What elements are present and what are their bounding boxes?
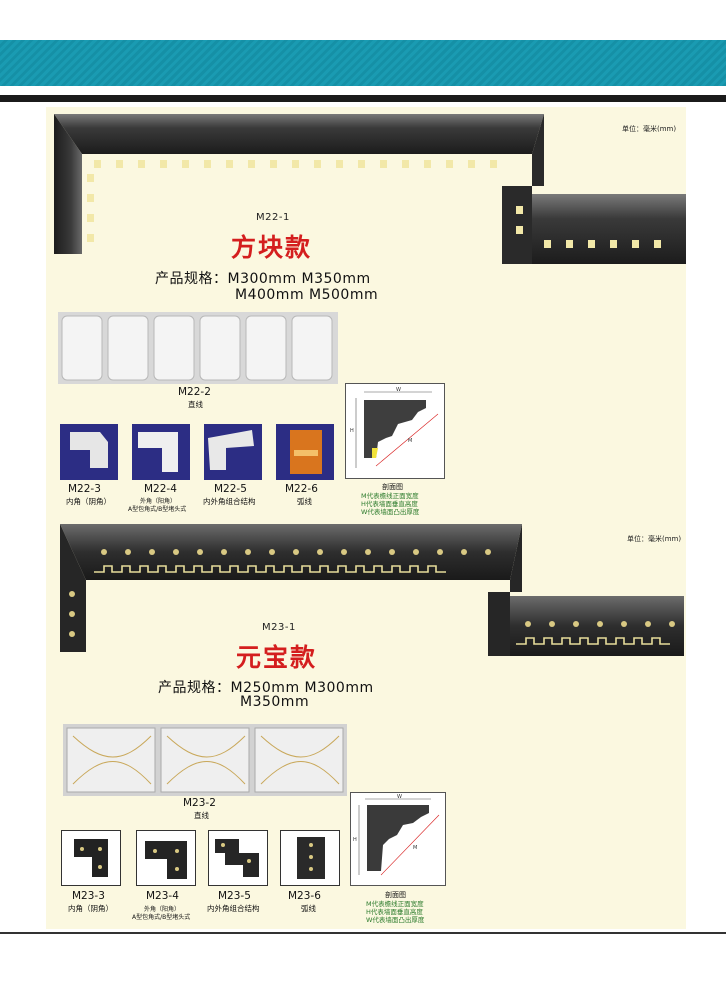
section-view-label: 剖面图	[385, 891, 406, 899]
part-label-1: 内角（阴角）	[68, 904, 113, 913]
inner-corner-photo	[60, 424, 118, 480]
part-label-3: 内外角组合结构	[207, 904, 260, 913]
straight-label: 直线	[188, 400, 203, 409]
legend-list: M代表檐线正面宽度 H代表墙面垂直高度 W代表墙面凸出厚度	[361, 492, 419, 516]
header-teal-band	[0, 40, 726, 86]
arc-piece-photo	[276, 424, 334, 480]
part-label-4: 弧线	[297, 497, 312, 506]
part-label-2b: A型包角式/B型堵头式	[128, 506, 187, 513]
legend-item: H代表墙面垂直高度	[361, 500, 418, 508]
spec-line-2: M400mm M500mm	[235, 287, 379, 303]
part-label-4: 弧线	[301, 904, 316, 913]
part-label-2: 外角（阳角）	[144, 906, 181, 913]
unit-label: 单位：毫米(mm)	[622, 125, 677, 133]
product-title: 元宝款	[236, 643, 318, 672]
cross-section-diagram: W H M	[345, 383, 445, 479]
part-code-3: M22-5	[214, 483, 247, 495]
legend-item: M代表檐线正面宽度	[361, 492, 419, 500]
straight-piece-photo-m23-2	[63, 724, 347, 796]
part-code-1: M23-3	[72, 890, 105, 902]
cornice-photo-m23-1	[60, 524, 684, 656]
straight-code: M22-2	[178, 386, 211, 398]
part-label-3: 内外角组合结构	[203, 497, 256, 506]
straight-label: 直线	[194, 811, 209, 820]
dim-h: H	[350, 428, 354, 434]
footer-line	[0, 932, 726, 934]
dim-h: H	[353, 837, 357, 843]
unit-label: 单位：毫米(mm)	[627, 535, 682, 543]
combo-corner-photo	[204, 424, 262, 480]
section-view-label: 剖面图	[382, 483, 403, 491]
part-label-2b: A型包角式/B型堵头式	[132, 914, 191, 921]
combo-corner-photo	[208, 830, 268, 886]
part-code-1: M22-3	[68, 483, 101, 495]
model-code: M23-1	[262, 622, 296, 633]
straight-code: M23-2	[183, 797, 216, 809]
part-code-3: M23-5	[218, 890, 251, 902]
cross-section-diagram: W H M	[350, 792, 446, 886]
outer-corner-photo	[136, 830, 196, 886]
straight-piece-photo-m22-2	[58, 312, 338, 384]
dim-m: M	[408, 438, 412, 444]
legend-list: M代表檐线正面宽度 H代表墙面垂直高度 W代表墙面凸出厚度	[366, 900, 424, 924]
cornice-photo-m22-1	[54, 114, 686, 264]
inner-corner-photo	[61, 830, 121, 886]
part-code-4: M22-6	[285, 483, 318, 495]
part-code-2: M22-4	[144, 483, 177, 495]
header-black-bar	[0, 95, 726, 102]
dim-w: W	[396, 387, 401, 393]
outer-corner-photo	[132, 424, 190, 480]
legend-item: W代表墙面凸出厚度	[361, 508, 420, 516]
spec-line-1: 产品规格：M250mm M300mm	[158, 680, 374, 696]
dim-m: M	[413, 845, 417, 851]
part-label-2: 外角（阳角）	[140, 498, 177, 505]
spec-line-1: 产品规格：M300mm M350mm	[155, 271, 371, 287]
legend-item: W代表墙面凸出厚度	[366, 916, 425, 924]
arc-piece-photo	[280, 830, 340, 886]
legend-item: M代表檐线正面宽度	[366, 900, 424, 908]
legend-item: H代表墙面垂直高度	[366, 908, 423, 916]
part-code-2: M23-4	[146, 890, 179, 902]
dim-w: W	[397, 794, 402, 800]
model-code: M22-1	[256, 212, 290, 223]
product-title: 方块款	[231, 233, 313, 262]
spec-line-2: M350mm	[240, 694, 310, 710]
part-code-4: M23-6	[288, 890, 321, 902]
part-label-1: 内角（阴角）	[66, 497, 111, 506]
